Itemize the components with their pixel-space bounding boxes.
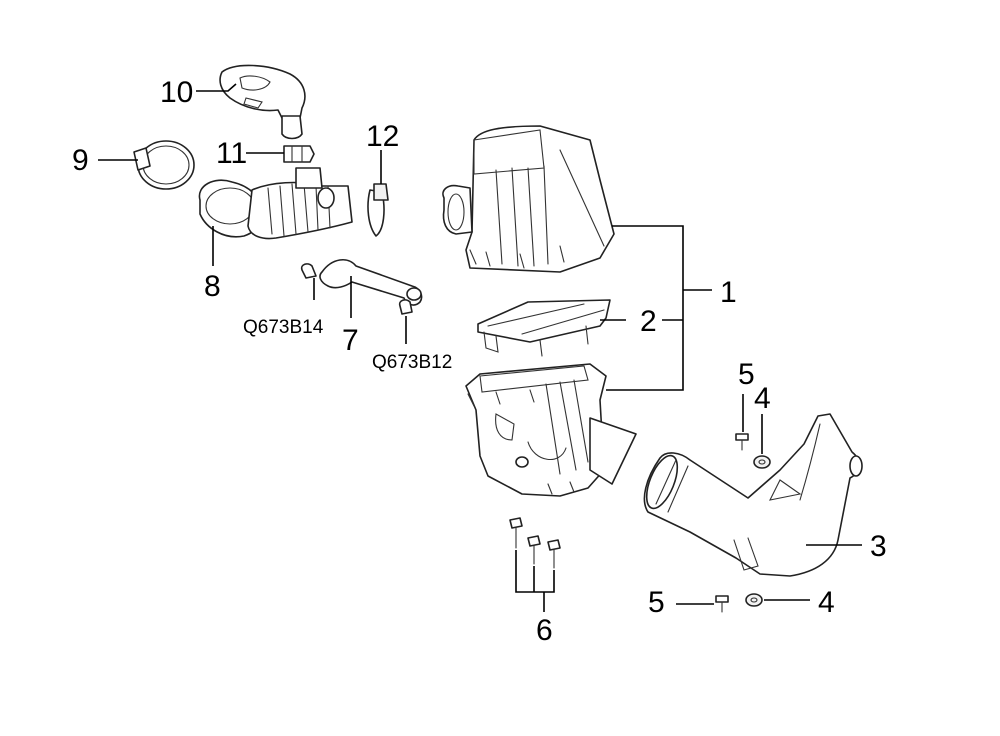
code-q673b14: Q673B14	[243, 317, 324, 338]
part-3-intake-duct	[643, 413, 863, 577]
callout-7: 7	[342, 324, 359, 357]
callout-6: 6	[536, 614, 553, 647]
callout-4-lower: 4	[818, 586, 835, 619]
callout-8: 8	[204, 270, 221, 303]
part-1-cleaner-cover	[442, 125, 615, 273]
part-6-bolts	[509, 517, 561, 569]
part-8-intake-hose	[198, 167, 353, 240]
clamp-q673b14	[300, 263, 317, 279]
callout-12: 12	[366, 120, 399, 153]
callout-4-upper: 4	[754, 382, 771, 415]
part-4-grommet-lower	[745, 593, 763, 607]
leader-lines	[98, 83, 862, 612]
callout-labels: 10 11 9 12 8 7 Q673B14 Q673B12 1 2 3 5 4…	[72, 76, 887, 647]
callout-5-upper: 5	[738, 358, 755, 391]
callout-3: 3	[870, 530, 887, 563]
part-7-breather-tube	[319, 259, 423, 306]
part-1-cleaner-housing	[465, 363, 637, 497]
part-9-hose-clamp	[133, 140, 195, 190]
part-10-elbow-duct	[219, 64, 306, 140]
callout-5-lower: 5	[648, 586, 665, 619]
callout-10: 10	[160, 76, 193, 109]
part-4-grommet-upper	[753, 455, 771, 469]
part-12-clamp	[367, 183, 389, 237]
clamp-q673b12	[398, 299, 413, 315]
part-5-screw-upper	[735, 433, 749, 451]
part-11-clip	[283, 145, 315, 163]
code-q673b12: Q673B12	[372, 352, 452, 373]
callout-1: 1	[720, 276, 737, 309]
callout-11: 11	[216, 137, 247, 170]
callout-2: 2	[640, 305, 657, 338]
part-5-screw-lower	[715, 595, 729, 613]
part-2-filter-element	[477, 299, 611, 357]
callout-9: 9	[72, 144, 89, 177]
